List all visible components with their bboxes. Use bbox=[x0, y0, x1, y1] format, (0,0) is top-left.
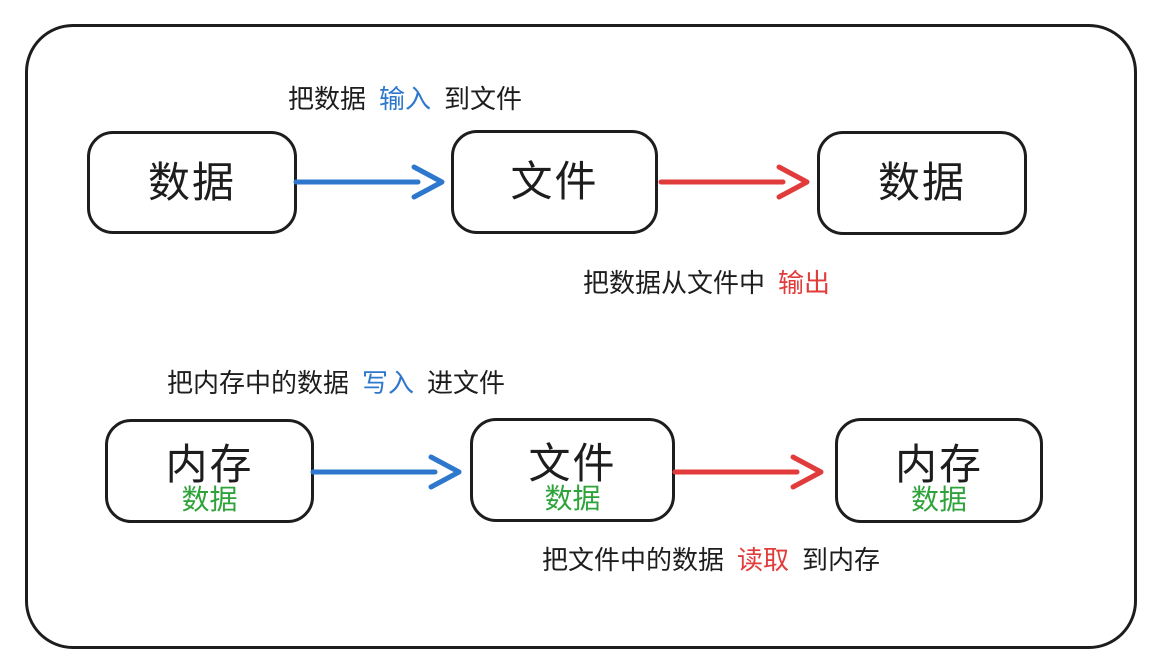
node-data-source-label: 数据 bbox=[147, 158, 236, 206]
read-caption-prefix: 把文件中的数据 bbox=[542, 545, 725, 575]
input-arrow bbox=[293, 164, 445, 200]
node-file-bottom: 文件 数据 bbox=[470, 418, 675, 522]
node-memory-dest: 内存 数据 bbox=[835, 418, 1043, 523]
output-arrow-head bbox=[776, 164, 810, 200]
node-memory-source: 内存 数据 bbox=[105, 419, 314, 523]
input-caption: 把数据 输入 到文件 bbox=[288, 84, 522, 115]
node-memory-dest-label: 内存 bbox=[894, 440, 983, 488]
node-file-top: 文件 bbox=[451, 130, 658, 234]
input-caption-highlight: 输入 bbox=[379, 84, 432, 114]
read-caption-highlight: 读取 bbox=[737, 545, 790, 575]
node-memory-source-label: 内存 bbox=[165, 441, 254, 488]
read-arrow-head bbox=[790, 454, 824, 490]
node-memory-dest-data-label: 数据 bbox=[910, 483, 967, 515]
write-caption-prefix: 把内存中的数据 bbox=[167, 368, 350, 398]
write-caption-highlight: 写入 bbox=[362, 368, 415, 398]
read-caption-suffix: 到内存 bbox=[802, 545, 881, 575]
node-memory-source-data-label: 数据 bbox=[181, 484, 238, 515]
input-arrow-head bbox=[411, 164, 445, 200]
node-file-top-label: 文件 bbox=[510, 158, 599, 205]
node-file-bottom-label: 文件 bbox=[528, 440, 617, 487]
write-caption: 把内存中的数据 写入 进文件 bbox=[167, 368, 505, 399]
input-caption-prefix: 把数据 bbox=[288, 84, 367, 114]
write-arrow bbox=[310, 454, 462, 490]
input-caption-suffix: 到文件 bbox=[444, 84, 523, 114]
output-arrow bbox=[658, 164, 810, 200]
node-data-dest-label: 数据 bbox=[877, 159, 966, 206]
output-caption-highlight: 输出 bbox=[778, 268, 831, 298]
node-data-dest: 数据 bbox=[817, 131, 1027, 235]
node-file-bottom-data-label: 数据 bbox=[544, 483, 601, 514]
node-data-source: 数据 bbox=[87, 131, 297, 234]
output-caption-prefix: 把数据从文件中 bbox=[583, 268, 766, 298]
output-caption: 把数据从文件中 输出 bbox=[583, 268, 830, 299]
read-caption: 把文件中的数据 读取 到内存 bbox=[542, 545, 880, 576]
read-arrow bbox=[672, 454, 824, 490]
write-arrow-head bbox=[428, 454, 462, 490]
outer-frame bbox=[25, 24, 1137, 649]
write-caption-suffix: 进文件 bbox=[427, 368, 506, 398]
